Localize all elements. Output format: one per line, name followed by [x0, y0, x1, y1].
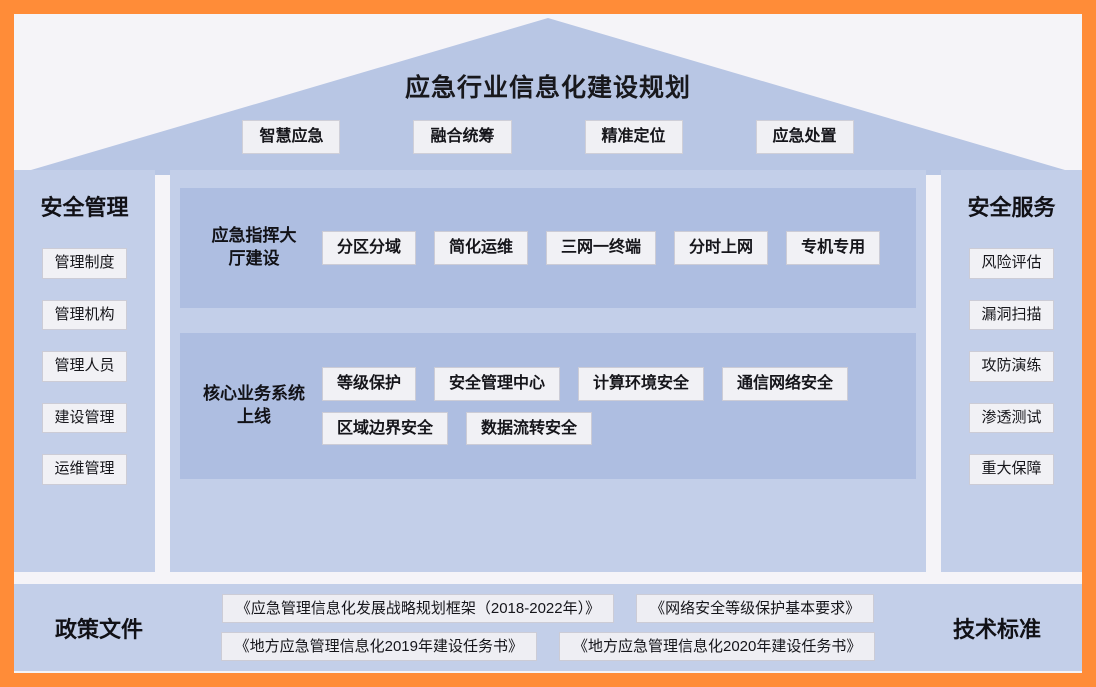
center-panel: 应急指挥大 厅建设 分区分域 简化运维 三网一终端 分时上网 专机专用 核心业务… [170, 170, 926, 572]
right-pillar-item[interactable]: 攻防演练 [969, 351, 1054, 382]
left-pillar-item[interactable]: 管理制度 [42, 248, 127, 279]
command-hall-tag[interactable]: 三网一终端 [546, 231, 657, 265]
left-pillar-title: 安全管理 [40, 195, 129, 220]
command-hall-band: 应急指挥大 厅建设 分区分域 简化运维 三网一终端 分时上网 专机专用 [180, 188, 916, 308]
roof-tag-list: 智慧应急 融合统筹 精准定位 应急处置 [14, 120, 1082, 154]
core-system-band: 核心业务系统 上线 等级保护 安全管理中心 计算环境安全 通信网络安全 区域边界… [180, 333, 916, 479]
right-pillar-item[interactable]: 漏洞扫描 [969, 299, 1054, 330]
diagram-canvas: 应急行业信息化建设规划 智慧应急 融合统筹 精准定位 应急处置 安全管理 管理制… [14, 14, 1082, 673]
command-hall-tag[interactable]: 分区分域 [322, 231, 417, 265]
core-system-label-line: 上线 [237, 407, 271, 426]
technical-standards-label: 技术标准 [952, 616, 1041, 642]
roof-tag[interactable]: 精准定位 [584, 120, 683, 154]
command-hall-tag[interactable]: 分时上网 [674, 231, 769, 265]
core-system-tag[interactable]: 安全管理中心 [434, 366, 561, 401]
right-pillar-item[interactable]: 风险评估 [969, 248, 1054, 279]
core-system-label-line: 核心业务系统 [203, 384, 305, 404]
roof-tag[interactable]: 融合统筹 [413, 120, 512, 154]
body-section: 安全管理 管理制度 管理机构 管理人员 建设管理 运维管理 应急指挥大 厅建设 [14, 170, 1082, 572]
command-hall-label: 应急指挥大 厅建设 [194, 225, 314, 271]
command-hall-tag[interactable]: 简化运维 [434, 231, 529, 265]
document-chip[interactable]: 《地方应急管理信息化2020年建设任务书》 [559, 632, 876, 662]
right-pillar-item[interactable]: 重大保障 [969, 454, 1054, 485]
left-pillar: 安全管理 管理制度 管理机构 管理人员 建设管理 运维管理 [14, 170, 155, 572]
right-pillar-item[interactable]: 渗透测试 [969, 402, 1054, 433]
right-pillar-title: 安全服务 [967, 195, 1056, 220]
left-pillar-item[interactable]: 管理机构 [42, 299, 127, 330]
document-list: 《应急管理信息化发展战略规划框架（2018-2022年）》 《网络安全等级保护基… [184, 593, 912, 662]
right-pillar-item-list: 风险评估 漏洞扫描 攻防演练 渗透测试 重大保障 [969, 248, 1054, 485]
core-system-tag[interactable]: 数据流转安全 [466, 411, 593, 446]
policy-documents-label: 政策文件 [54, 616, 143, 642]
document-row: 《地方应急管理信息化2019年建设任务书》 《地方应急管理信息化2020年建设任… [220, 632, 876, 662]
command-hall-tag-list: 分区分域 简化运维 三网一终端 分时上网 专机专用 [314, 231, 902, 265]
command-hall-label-line: 应急指挥大 [211, 226, 297, 246]
roof-tag[interactable]: 应急处置 [755, 120, 854, 154]
foundation-section: 政策文件 《应急管理信息化发展战略规划框架（2018-2022年）》 《网络安全… [14, 584, 1082, 671]
command-hall-tag[interactable]: 专机专用 [786, 231, 881, 265]
core-system-tag[interactable]: 区域边界安全 [322, 411, 449, 446]
document-row: 《应急管理信息化发展战略规划框架（2018-2022年）》 《网络安全等级保护基… [221, 593, 875, 623]
document-chip[interactable]: 《网络安全等级保护基本要求》 [636, 593, 875, 623]
command-hall-label-line: 厅建设 [228, 249, 280, 268]
core-system-tag[interactable]: 通信网络安全 [722, 366, 849, 401]
document-chip[interactable]: 《地方应急管理信息化2019年建设任务书》 [220, 632, 537, 662]
core-system-tag[interactable]: 等级保护 [322, 366, 417, 401]
core-system-tag-list: 等级保护 安全管理中心 计算环境安全 通信网络安全 区域边界安全 数据流转安全 [314, 366, 902, 446]
page-title: 应急行业信息化建设规划 [404, 74, 691, 102]
left-pillar-item-list: 管理制度 管理机构 管理人员 建设管理 运维管理 [42, 248, 127, 485]
document-chip[interactable]: 《应急管理信息化发展战略规划框架（2018-2022年）》 [221, 593, 615, 623]
core-system-tag[interactable]: 计算环境安全 [578, 366, 705, 401]
roof-section: 应急行业信息化建设规划 智慧应急 融合统筹 精准定位 应急处置 [14, 18, 1082, 175]
left-pillar-item[interactable]: 运维管理 [42, 454, 127, 485]
left-pillar-item[interactable]: 建设管理 [42, 402, 127, 433]
right-pillar: 安全服务 风险评估 漏洞扫描 攻防演练 渗透测试 重大保障 [941, 170, 1082, 572]
left-pillar-item[interactable]: 管理人员 [42, 351, 127, 382]
core-system-label: 核心业务系统 上线 [194, 383, 314, 429]
roof-tag[interactable]: 智慧应急 [242, 120, 341, 154]
